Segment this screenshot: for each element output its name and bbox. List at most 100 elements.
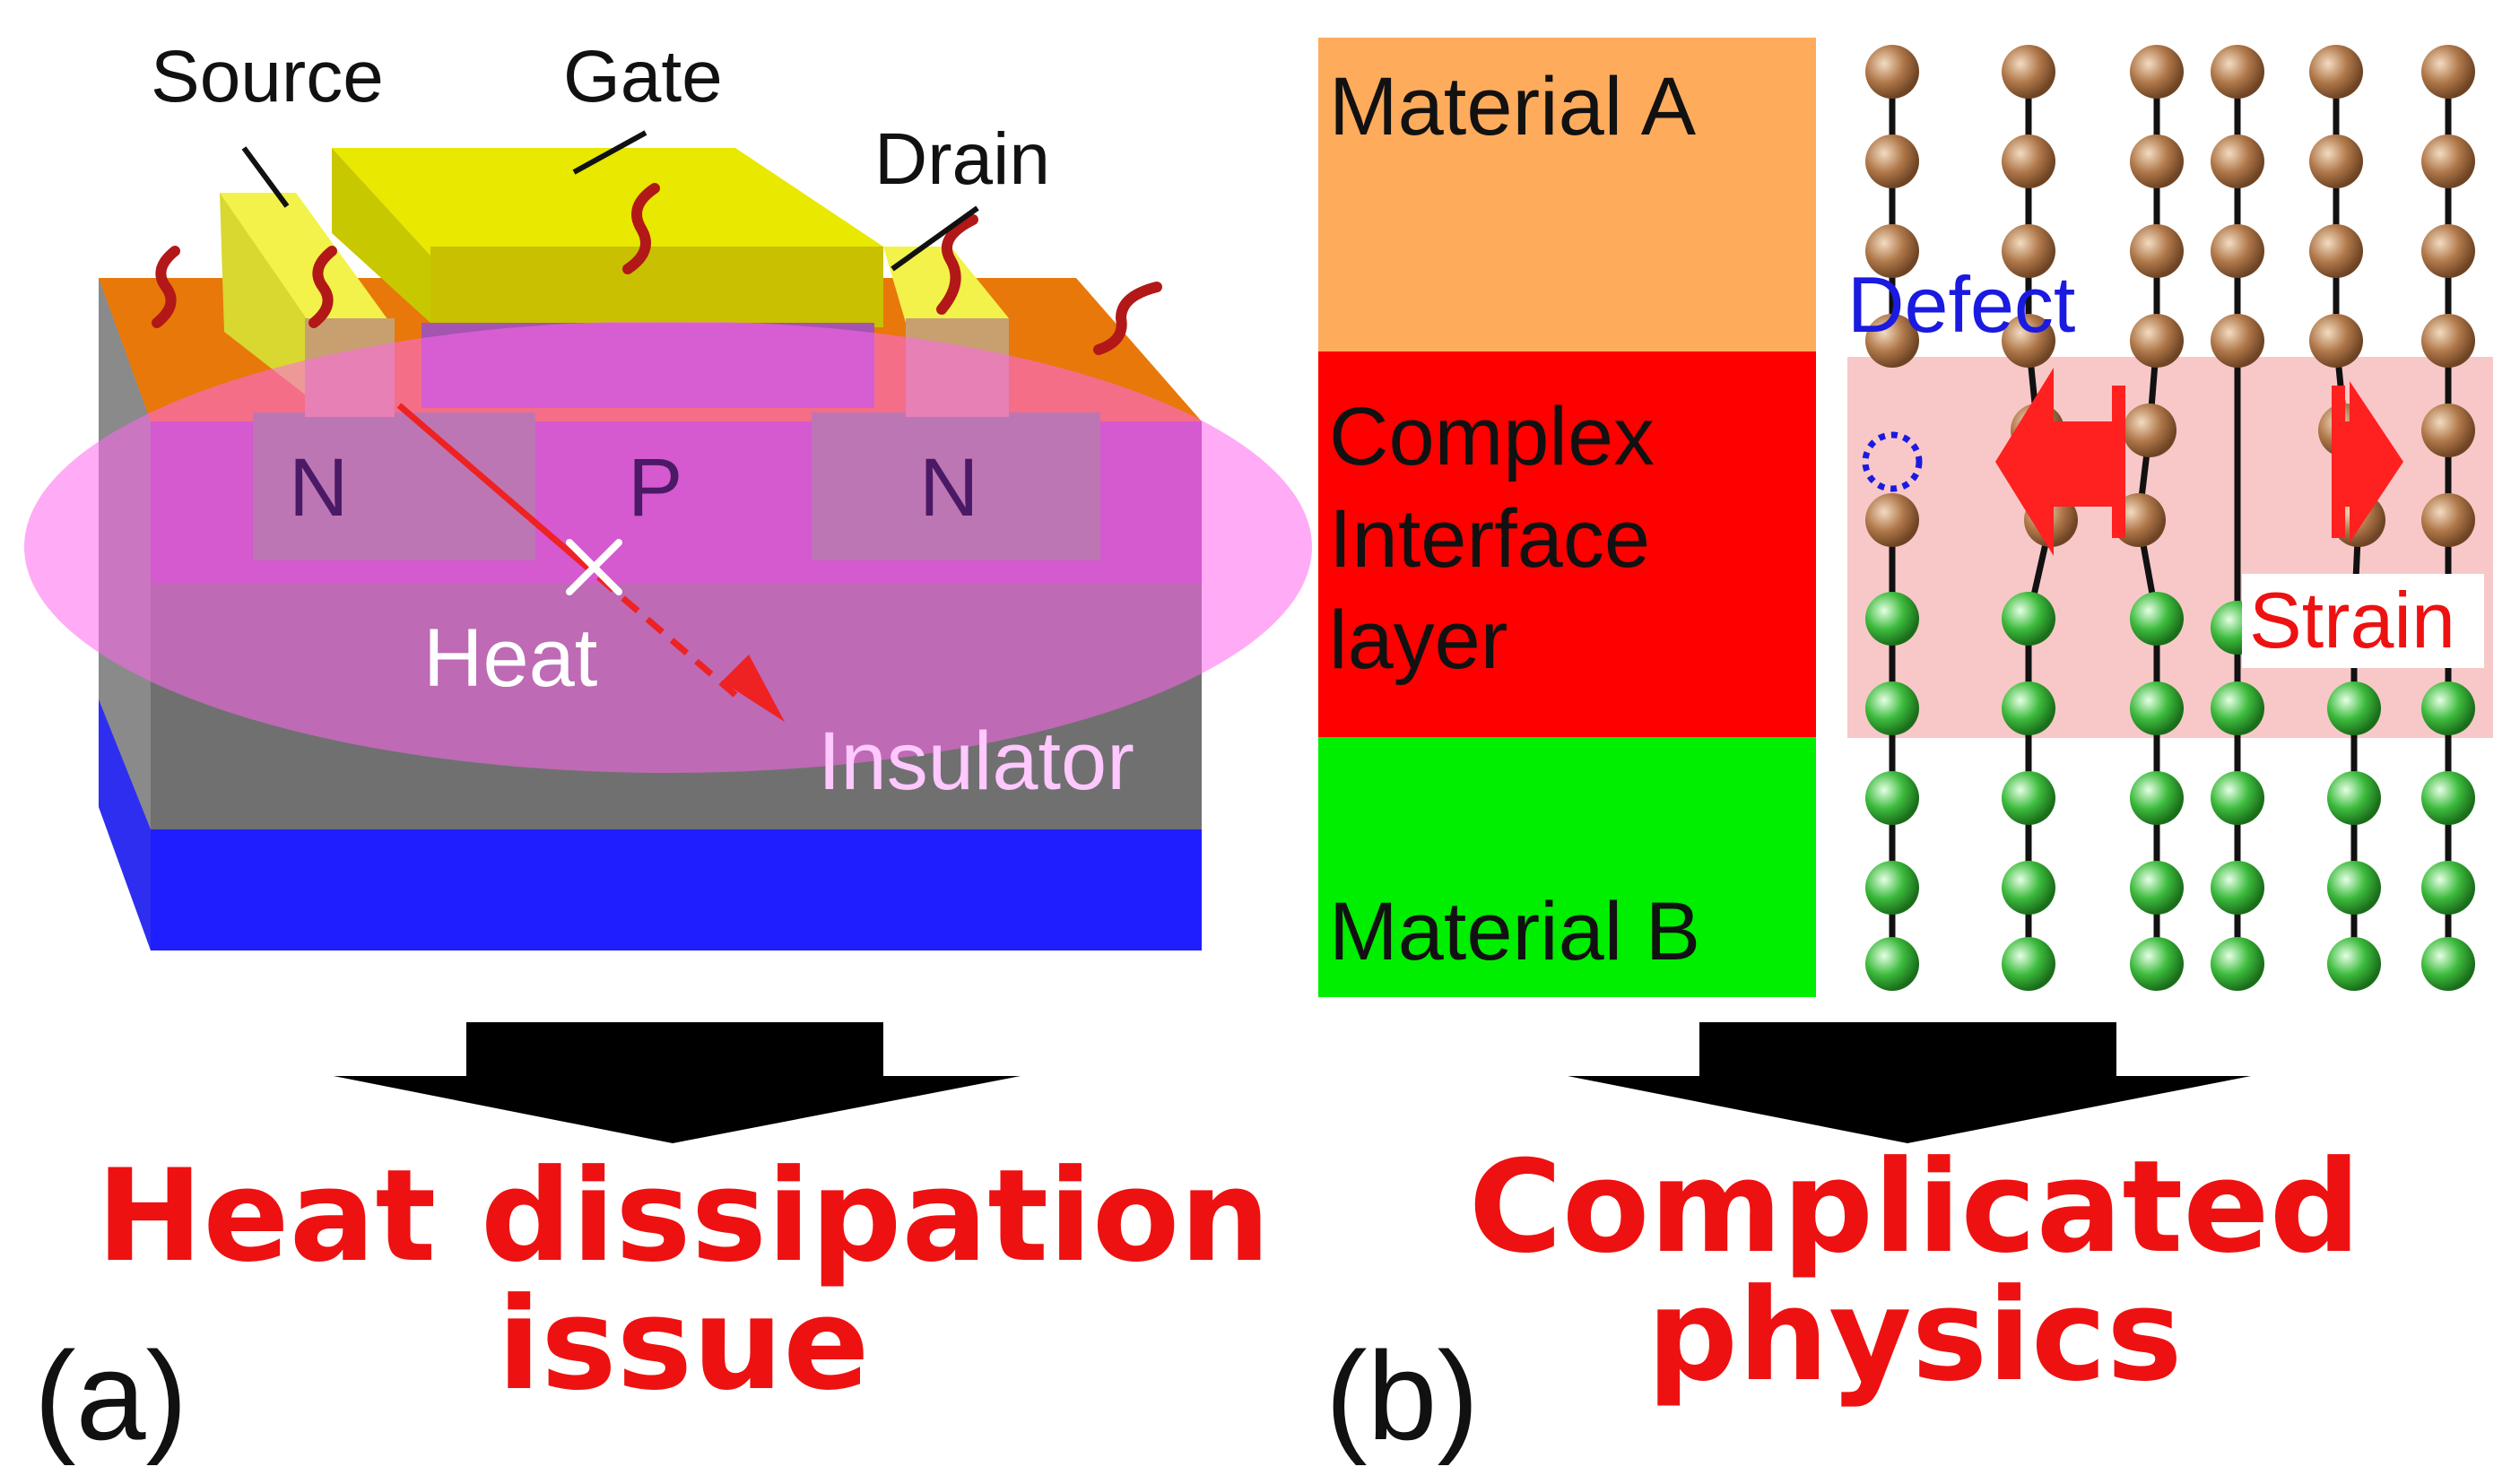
atom-material-a: [1865, 45, 1919, 99]
interface-label-line3: layer: [1329, 594, 1507, 686]
atom-chains: [1865, 45, 2475, 991]
atom-material-b: [2130, 937, 2184, 991]
atom-material-b: [2002, 592, 2055, 646]
n-right-label: N: [919, 442, 978, 534]
atom-material-a: [2309, 135, 2363, 188]
atom-material-a: [2123, 404, 2176, 457]
atom-material-b: [2211, 937, 2264, 991]
atom-material-a: [2130, 45, 2184, 99]
down-arrow-icon: [334, 1022, 1021, 1143]
atom-material-b: [2211, 771, 2264, 825]
gate-leader: [572, 130, 647, 175]
material-b-label: Material B: [1329, 886, 1700, 977]
atom-material-a: [2211, 45, 2264, 99]
interface-layer: [1318, 351, 1816, 737]
defect-vacancy-icon: [1862, 431, 1923, 492]
atom-material-a: [1865, 493, 1919, 547]
atom-material-b: [2421, 681, 2475, 735]
source-leader: [241, 146, 290, 208]
gate-block-front: [430, 247, 883, 327]
conclusion-a-line1: Heat dissipation: [97, 1142, 1271, 1290]
material-a-layer: [1318, 38, 1816, 351]
atom-material-b: [1865, 592, 1919, 646]
substrate-blue: [151, 829, 1202, 950]
atom-material-a: [2211, 314, 2264, 368]
atom-material-a: [2309, 224, 2363, 278]
atom-material-a: [2211, 135, 2264, 188]
drain-block-top: [883, 247, 1009, 323]
atom-material-a: [2211, 224, 2264, 278]
interface-label-line1: Complex: [1329, 391, 1655, 482]
panel-b: Material A Complex Interface layer Mater…: [1318, 38, 2493, 1466]
source-block-top: [220, 193, 390, 323]
heat-wave-icon: [936, 214, 978, 315]
atom-material-a: [2421, 404, 2475, 457]
gate-block-top: [332, 148, 883, 256]
strain-label: Strain: [2249, 576, 2455, 664]
atom-material-b: [2421, 937, 2475, 991]
blocked-x-icon: [566, 539, 622, 595]
strain-arrow-left-icon: [1995, 368, 2125, 556]
heat-label: Heat: [423, 612, 597, 704]
atom-material-a: [2309, 314, 2363, 368]
atom-material-a: [2421, 45, 2475, 99]
panel-a: Source Gate Drain N P N Heat Insulator H…: [24, 36, 1312, 1466]
atom-material-b: [2211, 681, 2264, 735]
atom-material-a: [2002, 45, 2055, 99]
atom-material-b: [1865, 861, 1919, 915]
strain-label-backdrop: [2242, 574, 2484, 668]
atom-material-b: [2421, 771, 2475, 825]
atom-material-a: [2130, 314, 2184, 368]
p-label: P: [628, 442, 682, 534]
atom-material-a: [1865, 135, 1919, 188]
gate-block-left: [332, 148, 430, 323]
down-arrow-icon: [1568, 1022, 2251, 1143]
gate-label: Gate: [563, 36, 723, 117]
conclusion-a-line2: issue: [497, 1271, 869, 1419]
heat-wave-icon: [152, 246, 180, 328]
leader-lines: [241, 130, 979, 272]
material-b-layer: [1318, 737, 1816, 997]
atom-material-a: [2130, 224, 2184, 278]
heat-wave-icon: [1093, 282, 1162, 355]
atom-material-a: [2421, 135, 2475, 188]
atom-material-b: [1865, 937, 1919, 991]
atom-material-a: [2309, 45, 2363, 99]
atom-material-b: [2327, 861, 2381, 915]
panel-a-label: (a): [34, 1325, 187, 1466]
atom-material-a: [2421, 314, 2475, 368]
heat-flow-arrow: [396, 403, 785, 722]
atom-material-b: [2002, 861, 2055, 915]
atom-material-a: [2421, 493, 2475, 547]
heat-zone-ellipse: [24, 321, 1312, 773]
atom-material-a: [2002, 314, 2055, 368]
atom-material-a: [2002, 224, 2055, 278]
atom-material-b: [2327, 681, 2381, 735]
conclusion-b-line1: Complicated: [1469, 1133, 2361, 1281]
source-label: Source: [151, 36, 384, 117]
insulator-label: Insulator: [818, 716, 1134, 807]
atom-material-b: [2002, 681, 2055, 735]
atom-material-b: [1865, 681, 1919, 735]
interface-label-line2: Interface: [1329, 493, 1650, 585]
atom-material-b: [2002, 771, 2055, 825]
material-a-label: Material A: [1329, 61, 1697, 152]
atom-material-b: [2211, 861, 2264, 915]
panel-b-label: (b): [1325, 1325, 1479, 1466]
atom-material-b: [2130, 592, 2184, 646]
drain-label: Drain: [874, 118, 1050, 200]
heat-wave-icon: [622, 183, 660, 274]
drain-leader: [891, 205, 979, 272]
atom-material-b: [2130, 681, 2184, 735]
atom-material-b: [2327, 771, 2381, 825]
defect-label: Defect: [1847, 260, 2075, 349]
atom-material-a: [2002, 135, 2055, 188]
atom-material-a: [2421, 224, 2475, 278]
atom-material-a: [1865, 224, 1919, 278]
atom-material-b: [2002, 937, 2055, 991]
atom-material-b: [1865, 771, 1919, 825]
atom-material-b: [2130, 771, 2184, 825]
n-left-label: N: [289, 442, 348, 534]
atom-material-b: [2421, 861, 2475, 915]
